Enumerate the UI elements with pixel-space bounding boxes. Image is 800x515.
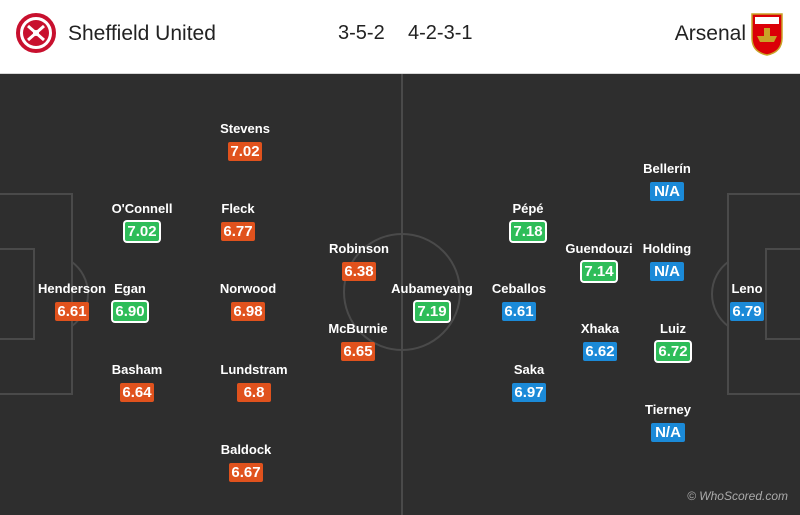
player-away-1[interactable]: Pépé 7.18 (468, 201, 588, 241)
player-home-0[interactable]: Henderson 6.61 (12, 281, 132, 321)
home-formation: 3-5-2 (338, 22, 385, 44)
player-name: Bellerín (643, 161, 691, 176)
player-name: Saka (513, 362, 545, 377)
player-rating-badge: 6.65 (341, 342, 375, 361)
player-name: Xhaka (580, 321, 620, 336)
player-rating-badge: 6.97 (512, 383, 546, 402)
player-rating-badge: 6.90 (113, 302, 147, 321)
player-name: Leno (731, 281, 763, 296)
player-rating-badge: 6.8 (237, 383, 271, 402)
player-name: O'Connell (111, 201, 173, 216)
player-name: Lundstram (220, 362, 288, 377)
player-home-4[interactable]: Stevens 7.02 (185, 121, 305, 161)
player-name: Aubameyang (391, 281, 473, 296)
arsenal-crest-icon[interactable] (750, 12, 784, 56)
player-name: Henderson (38, 281, 106, 296)
player-rating-badge: 6.77 (221, 222, 255, 241)
player-home-8[interactable]: Baldock 6.67 (186, 442, 306, 482)
player-home-6[interactable]: Norwood 6.98 (188, 281, 308, 321)
match-header: Sheffield United 3-5-2 4-2-3-1 Arsenal (0, 0, 800, 74)
player-rating-badge: 6.62 (583, 342, 617, 361)
player-rating-badge: N/A (650, 262, 684, 281)
player-rating-badge: N/A (650, 182, 684, 201)
player-rating-badge: 6.67 (229, 463, 263, 482)
player-rating-badge: 6.64 (120, 383, 154, 402)
player-rating-badge: 7.14 (582, 262, 616, 281)
player-rating-badge: 7.02 (125, 222, 159, 241)
player-rating-badge: N/A (651, 423, 685, 442)
player-name: Tierney (644, 402, 691, 417)
player-away-2[interactable]: Ceballos 6.61 (459, 281, 579, 321)
away-team-name[interactable]: Arsenal (674, 22, 746, 45)
home-team-name[interactable]: Sheffield United (68, 22, 216, 45)
player-home-1[interactable]: Egan 6.90 (70, 281, 190, 321)
player-name: McBurnie (328, 321, 388, 336)
player-away-8[interactable]: Luiz 6.72 (613, 321, 733, 361)
player-away-4[interactable]: Guendouzi 7.14 (539, 241, 659, 281)
player-rating-badge: 6.61 (55, 302, 89, 321)
player-home-9[interactable]: Robinson 6.38 (299, 241, 419, 281)
pitch-lines (0, 74, 800, 515)
player-home-7[interactable]: Lundstram 6.8 (194, 362, 314, 402)
player-name: Baldock (220, 442, 272, 457)
player-away-10[interactable]: Leno 6.79 (687, 281, 800, 321)
player-home-3[interactable]: Basham 6.64 (77, 362, 197, 402)
away-formation: 4-2-3-1 (408, 22, 473, 44)
player-name: Norwood (219, 281, 277, 296)
player-home-10[interactable]: McBurnie 6.65 (298, 321, 418, 361)
player-rating-badge: 6.98 (231, 302, 265, 321)
player-name: Guendouzi (565, 241, 633, 256)
player-rating-badge: 6.72 (656, 342, 690, 361)
player-name: Robinson (329, 241, 389, 256)
player-name: Ceballos (491, 281, 547, 296)
sheffield-united-crest-icon[interactable] (16, 12, 56, 56)
player-home-5[interactable]: Fleck 6.77 (178, 201, 298, 241)
player-name: Holding (642, 241, 692, 256)
player-rating-badge: 7.18 (511, 222, 545, 241)
player-name: Basham (111, 362, 163, 377)
player-rating-badge: 6.61 (502, 302, 536, 321)
player-rating-badge: 7.02 (228, 142, 262, 161)
player-name: Stevens (220, 121, 270, 136)
watermark: © WhoScored.com (687, 489, 788, 503)
player-rating-badge: 7.19 (415, 302, 449, 321)
player-name: Pépé (512, 201, 544, 216)
player-away-3[interactable]: Saka 6.97 (469, 362, 589, 402)
player-rating-badge: 6.38 (342, 262, 376, 281)
player-name: Luiz (660, 321, 686, 336)
player-home-2[interactable]: O'Connell 7.02 (82, 201, 202, 241)
player-name: Fleck (221, 201, 255, 216)
player-away-5[interactable]: Xhaka 6.62 (540, 321, 660, 361)
player-rating-badge: 6.79 (730, 302, 764, 321)
player-name: Egan (114, 281, 146, 296)
player-away-0[interactable]: Aubameyang 7.19 (372, 281, 492, 321)
